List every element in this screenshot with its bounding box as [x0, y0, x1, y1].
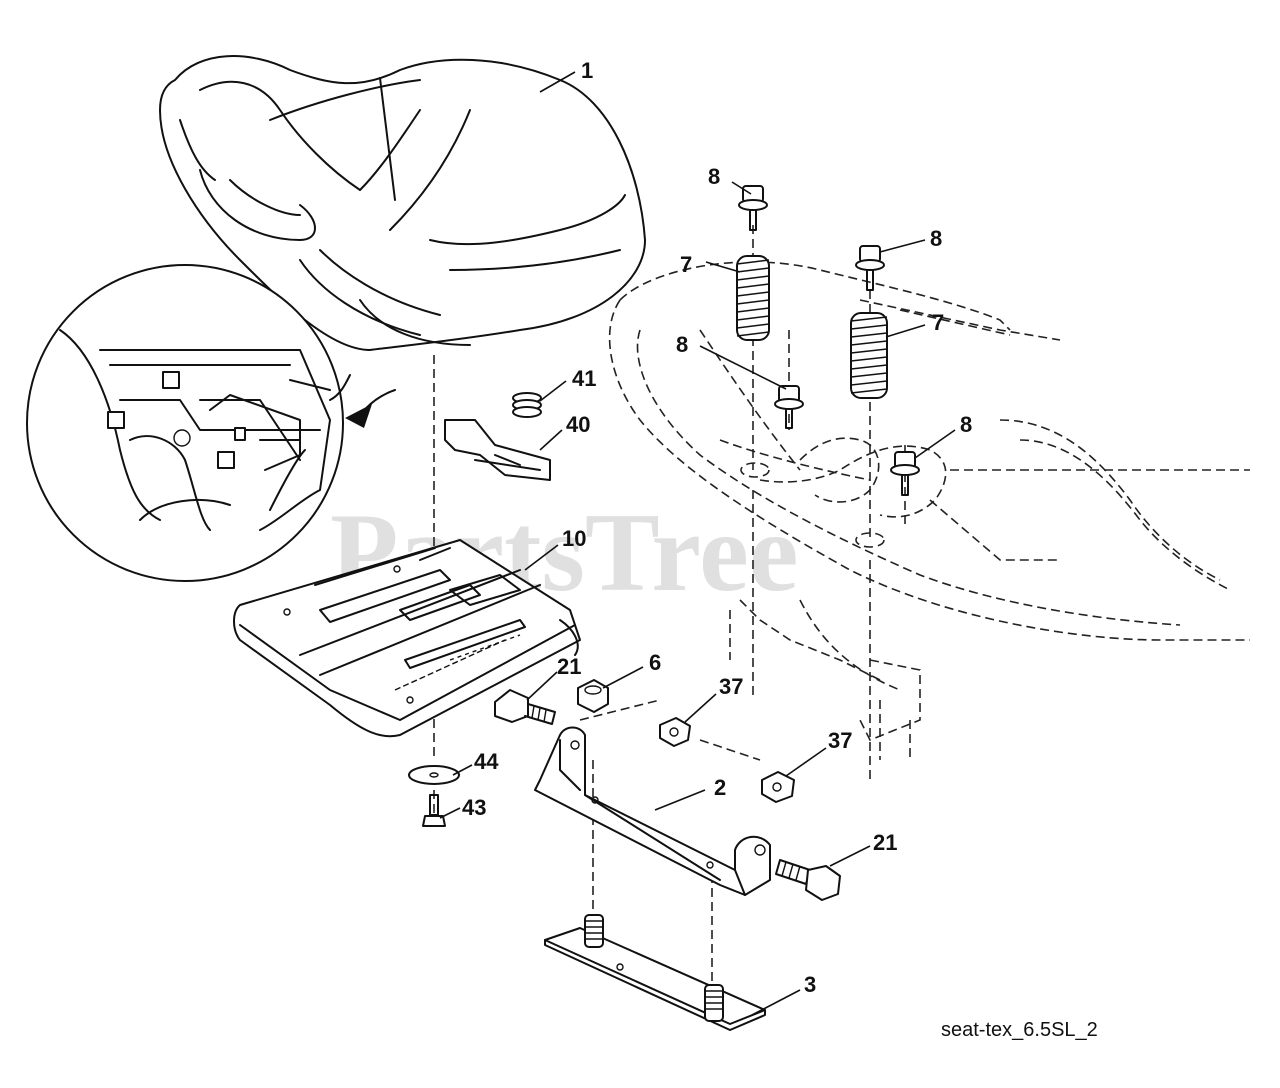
callout-8-a: 8: [708, 164, 720, 189]
callout-3: 3: [804, 972, 816, 997]
seat: [159, 55, 646, 351]
callout-41: 41: [572, 366, 596, 391]
leader-lines: [439, 71, 956, 1016]
callout-7-b: 7: [932, 310, 944, 335]
base-plate: [544, 914, 766, 1031]
seat-pan-bracket: [233, 539, 581, 738]
callout-37-a: 37: [719, 674, 743, 699]
bolt-8-mid-right: [890, 451, 920, 496]
nut-6: [577, 679, 609, 713]
callout-40: 40: [566, 412, 590, 437]
callout-44: 44: [474, 749, 499, 774]
latch-plate: [444, 419, 551, 481]
callout-8-d: 8: [960, 412, 972, 437]
nut-37-upper: [659, 717, 691, 747]
callout-43: 43: [462, 795, 486, 820]
callout-6: 6: [649, 650, 661, 675]
bolt-21-right: [775, 859, 841, 901]
bolt-43: [422, 794, 446, 827]
washer-44: [408, 765, 460, 785]
callout-2: 2: [714, 775, 726, 800]
callout-21-b: 21: [873, 830, 897, 855]
callout-1: 1: [581, 58, 593, 83]
callout-10: 10: [562, 526, 586, 551]
bolt-8-mid-left: [774, 385, 804, 429]
detail-arrow: [345, 389, 396, 428]
mower-frame-outline: [608, 261, 1250, 760]
bolt-8-top-left: [738, 185, 768, 231]
detail-inset-circle: [26, 264, 351, 582]
diagram-id: seat-tex_6.5SL_2: [941, 1019, 1098, 1041]
seat-spring-right: [850, 312, 888, 399]
callout-8-c: 8: [676, 332, 688, 357]
callout-7-a: 7: [680, 252, 692, 277]
callout-8-b: 8: [930, 226, 942, 251]
seat-spring-left: [736, 255, 770, 341]
latch-spring: [512, 392, 542, 418]
bolt-8-top-right: [855, 245, 885, 291]
pivot-bracket: [534, 726, 771, 896]
bolt-21-left: [494, 689, 556, 725]
nut-37-lower: [761, 771, 795, 803]
callouts: 1 8 8 7 7 8 8 41 40 10 21 6 37 37 44 2 4…: [462, 58, 972, 997]
callout-37-b: 37: [828, 728, 852, 753]
callout-21-a: 21: [557, 654, 581, 679]
